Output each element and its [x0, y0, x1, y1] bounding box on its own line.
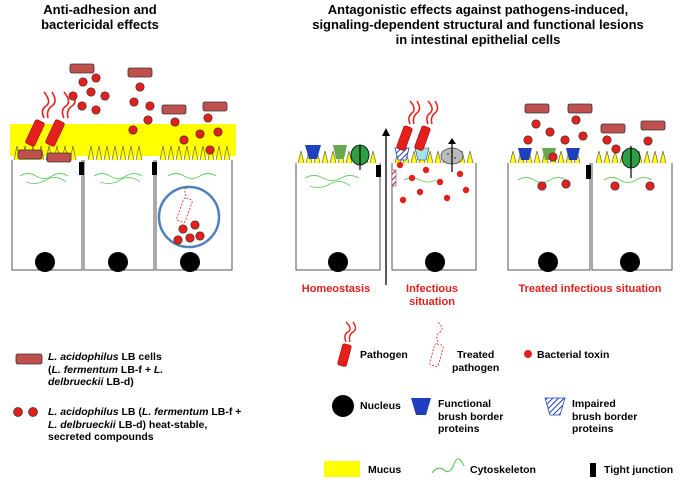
nucleus — [108, 252, 128, 272]
nucleus — [538, 252, 558, 272]
legend-text: L. acidophilus — [48, 406, 119, 418]
tight-junction — [152, 162, 157, 175]
nucleus — [35, 252, 55, 272]
lb-cells-treated — [524, 103, 666, 134]
right-title-line: in intestinal epithelial cells — [395, 32, 561, 47]
legend-mucus-icon — [324, 461, 360, 477]
legend-cytoskeleton-label: Cytoskeleton — [470, 464, 536, 476]
legend-text: brush border — [438, 410, 504, 423]
treated-scene — [507, 103, 673, 272]
bacterial-toxin — [396, 161, 470, 204]
legend-lb-compounds: L. acidophilus LB (L. fermentum LB-f + L… — [48, 406, 308, 444]
middle-scene — [295, 100, 477, 285]
legend-text: L. fermentum — [141, 406, 209, 418]
legend-pathogen-icon — [337, 321, 357, 367]
legend-text: LB cells — [118, 351, 162, 363]
legend-mucus-label: Mucus — [368, 464, 402, 476]
label-line: situation — [409, 296, 455, 308]
legend-treated-pathogen-icon — [429, 321, 444, 367]
treated-situation-label: Treated infectious situation — [518, 283, 662, 295]
pathogen — [396, 125, 431, 151]
pathogen-flagella — [408, 100, 439, 125]
tight-junction — [376, 165, 381, 177]
engulfment-circle — [157, 185, 221, 249]
functional-brush-border-protein — [566, 148, 580, 160]
legend-lb-cells: L. acidophilus LB cells (L. fermentum LB… — [48, 351, 288, 389]
homeostasis-label: Homeostasis — [301, 283, 371, 295]
legend-impaired-protein-label: Impaired brush border proteins — [572, 398, 637, 436]
left-title-line: Anti-adhesion and — [43, 2, 157, 17]
legend-text: proteins — [438, 423, 480, 435]
lb-cells-left — [17, 63, 228, 163]
legend-toxin-label: Bacterial toxin — [537, 349, 610, 361]
tight-junction — [586, 165, 591, 179]
tight-junction — [79, 162, 84, 175]
legend-text: LB-f + — [208, 406, 242, 418]
lb-compounds-in-cell — [173, 220, 205, 245]
legend-text: L. — [153, 363, 164, 376]
right-title-line: Antagonistic effects against pathogens-i… — [327, 2, 629, 17]
legend-treated-pathogen-label: Treated pathogen — [452, 349, 499, 374]
legend-text: LB ( — [118, 406, 142, 418]
legend-text: Impaired — [572, 398, 616, 410]
cytoskeleton-left — [19, 173, 217, 185]
legend-text: L. acidophilus — [48, 351, 119, 363]
nucleus — [328, 252, 348, 272]
nucleus — [180, 252, 200, 272]
disrupted-tight-junction — [391, 169, 397, 187]
left-title-line: bactericidal effects — [41, 17, 159, 32]
legend-nucleus-icon — [332, 395, 354, 417]
legend-text: Functional — [438, 398, 492, 410]
cytoskeleton-treated — [517, 177, 653, 183]
legend-text: delbrueckii — [48, 376, 104, 388]
right-panel-title: Antagonistic effects against pathogens-i… — [278, 2, 678, 47]
label-line: Infectious — [406, 283, 458, 295]
treated-pathogen-left — [176, 185, 193, 223]
legend-text: L. delbrueckii — [48, 418, 116, 431]
legend-text: L. fermentum — [51, 363, 119, 376]
legend-text: Treated — [456, 349, 495, 361]
lb-compounds-treated — [523, 115, 655, 191]
legend-tight-junction-label: Tight junction — [604, 464, 674, 476]
legend-impaired-protein-icon — [544, 397, 566, 416]
legend-text: brush border — [572, 410, 638, 423]
infectious-situation-label: Infectious situation — [392, 283, 472, 309]
legend-text: proteins — [572, 423, 614, 435]
legend-pathogen-label: Pathogen — [360, 349, 408, 361]
functional-brush-border-protein — [305, 145, 321, 159]
legend-text: secreted compounds — [48, 431, 154, 443]
legend-lb-compounds-icon — [13, 407, 23, 417]
nucleus — [425, 252, 445, 272]
pathogen — [25, 119, 65, 147]
legend-toxin-icon — [524, 350, 532, 358]
legend-text: LB-f + — [118, 363, 154, 376]
left-panel-title: Anti-adhesion and bactericidal effects — [20, 2, 180, 32]
legend-text: LB-d) — [103, 376, 134, 388]
legend-cytoskeleton-icon — [431, 458, 465, 474]
legend-functional-protein-icon — [411, 398, 431, 415]
legend-text: pathogen — [452, 361, 500, 374]
cytoskeleton-middle — [304, 175, 437, 189]
lb-compounds-left — [68, 73, 223, 155]
legend-tight-junction-icon — [590, 463, 596, 477]
left-panel-illustration — [10, 63, 236, 272]
legend-lb-cells-icon — [15, 353, 43, 365]
functional-brush-border-protein — [518, 148, 532, 160]
impaired-brush-border-protein — [414, 147, 430, 161]
legend-text: LB-d) heat-stable, — [115, 418, 208, 431]
legend-text: ( — [48, 363, 52, 376]
functional-brush-border-protein — [333, 145, 347, 159]
legend-nucleus-label: Nucleus — [360, 400, 401, 412]
right-title-line: signaling-dependent structural and funct… — [312, 17, 644, 32]
legend-functional-protein-label: Functional brush border proteins — [438, 398, 503, 436]
microvilli-treated — [509, 150, 667, 164]
nucleus — [620, 252, 640, 272]
